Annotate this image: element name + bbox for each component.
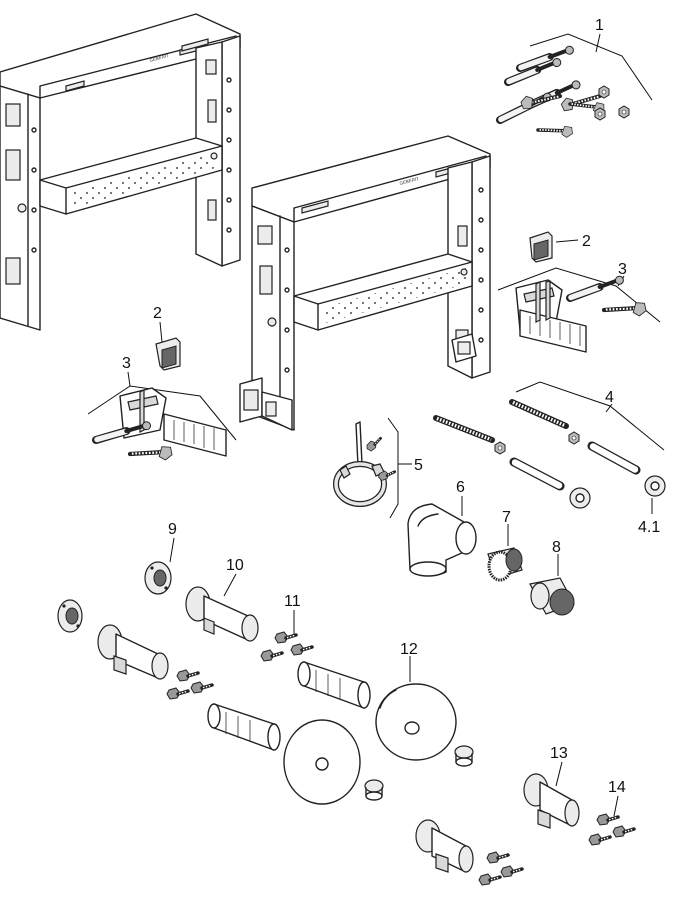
wall-fitting-bottom [415, 819, 524, 887]
callout-14: 14 [608, 779, 626, 796]
bracket-3-right: 3 [497, 261, 661, 353]
screws-11: 11 [259, 593, 314, 663]
brand-mark: GEBERIT [149, 53, 170, 63]
callout-2-right: 2 [582, 233, 591, 250]
plug-small-2 [364, 779, 384, 801]
sleeve-8: 8 [529, 539, 575, 616]
callout-11: 11 [284, 593, 301, 610]
wall-fitting-left [97, 624, 214, 701]
callout-8: 8 [552, 539, 561, 556]
callout-4-1: 4.1 [638, 519, 660, 536]
screw-set-1: 1 [497, 17, 653, 144]
callout-5: 5 [414, 457, 423, 474]
callout-6: 6 [456, 479, 465, 496]
wall-fitting-10: 10 [185, 557, 259, 642]
callout-3-left: 3 [122, 355, 131, 372]
flange-left [57, 599, 83, 633]
callout-12: 12 [400, 641, 418, 658]
insert-7: 7 [487, 509, 523, 582]
elbow-6: 6 [407, 479, 477, 577]
callout-4: 4 [605, 389, 614, 406]
wall-fitting-13: 13 [523, 745, 580, 829]
callout-1: 1 [595, 17, 604, 34]
callout-10: 10 [226, 557, 244, 574]
mounting-frame-center: GEBERIT [239, 135, 491, 431]
rosette-12: 12 [375, 641, 457, 761]
flange-9: 9 [144, 521, 177, 595]
protective-tube-right [297, 661, 371, 709]
mounting-frame-left: GEBERIT [0, 13, 241, 331]
callout-7: 7 [502, 509, 511, 526]
callout-9: 9 [168, 521, 177, 538]
brand-mark-center: GEBERIT [399, 176, 420, 186]
screws-14: 14 [587, 779, 636, 847]
callout-13: 13 [550, 745, 568, 762]
callout-3-right: 3 [618, 261, 627, 278]
callout-2-left: 2 [153, 305, 162, 322]
clip-2-left: 2 [153, 305, 181, 371]
rods-4: 4 4.1 [433, 381, 666, 536]
rosette-left [283, 719, 361, 805]
protective-tube-left [207, 703, 281, 751]
plug-small-1 [454, 745, 474, 767]
bracket-3-left: 3 [87, 355, 237, 465]
pipe-clamp-5: 5 [333, 417, 423, 519]
clip-2-right: 2 [529, 231, 591, 263]
